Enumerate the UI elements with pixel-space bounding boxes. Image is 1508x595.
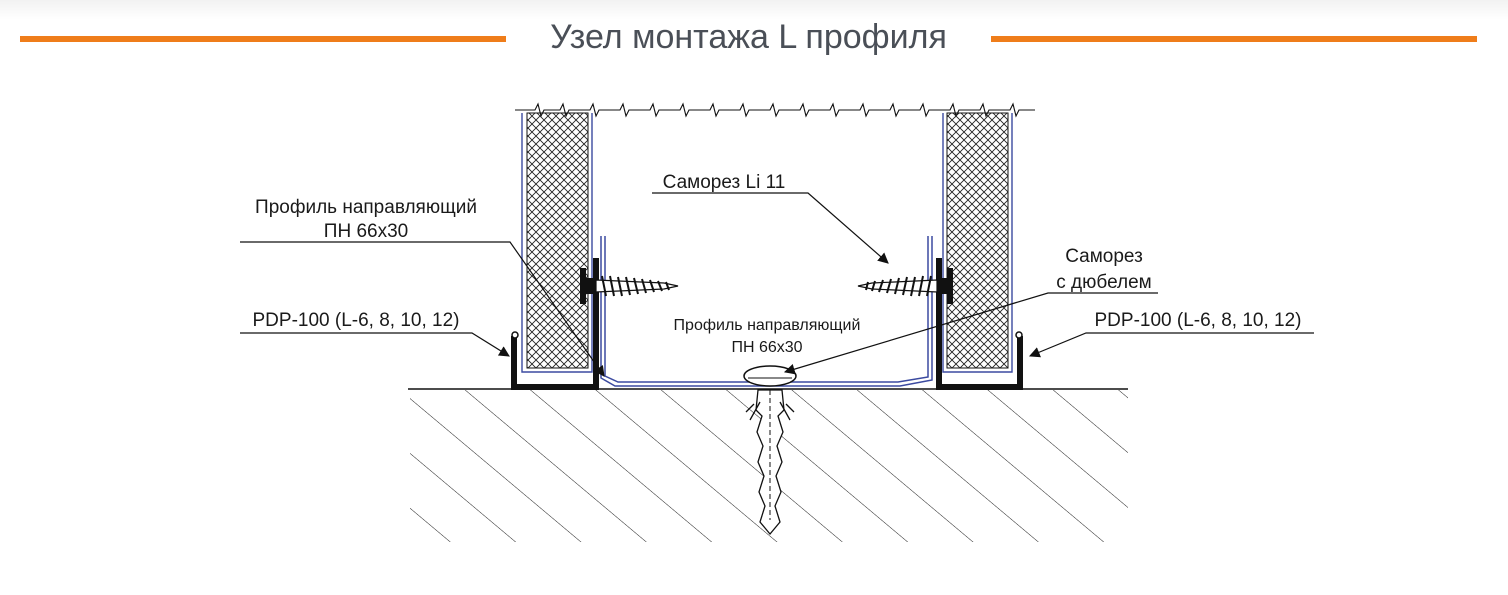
label-guide-profile-center-1: Профиль направляющий — [674, 317, 861, 334]
pdp-profile-right — [936, 258, 1023, 390]
pdp-profile-left — [511, 258, 599, 390]
screw-right — [857, 268, 953, 304]
title-rule-left — [20, 36, 506, 42]
insulation-right — [942, 112, 1013, 373]
insulation-left — [521, 112, 593, 373]
title-rule-right — [991, 36, 1477, 42]
page-title: Узел монтажа L профиля — [550, 18, 947, 56]
label-screw-dowel-2: с дюбелем — [1056, 272, 1151, 293]
break-line — [515, 102, 1035, 118]
label-screw-dowel-1: Саморез — [1065, 246, 1143, 267]
top-shade — [0, 0, 1508, 20]
label-pdp-right: PDP-100 (L-6, 8, 10, 12) — [1095, 310, 1302, 331]
label-screw: Саморез Li 11 — [663, 172, 786, 193]
dowel-screw — [743, 365, 797, 536]
label-pdp-left: PDP-100 (L-6, 8, 10, 12) — [253, 310, 460, 331]
label-guide-profile-left-1: Профиль направляющий — [255, 197, 477, 218]
screw-left — [580, 268, 679, 304]
label-guide-profile-center-2: ПН 66х30 — [731, 339, 802, 356]
leader-lines — [240, 192, 1314, 377]
label-guide-profile-left-2: ПН 66х30 — [324, 221, 408, 242]
